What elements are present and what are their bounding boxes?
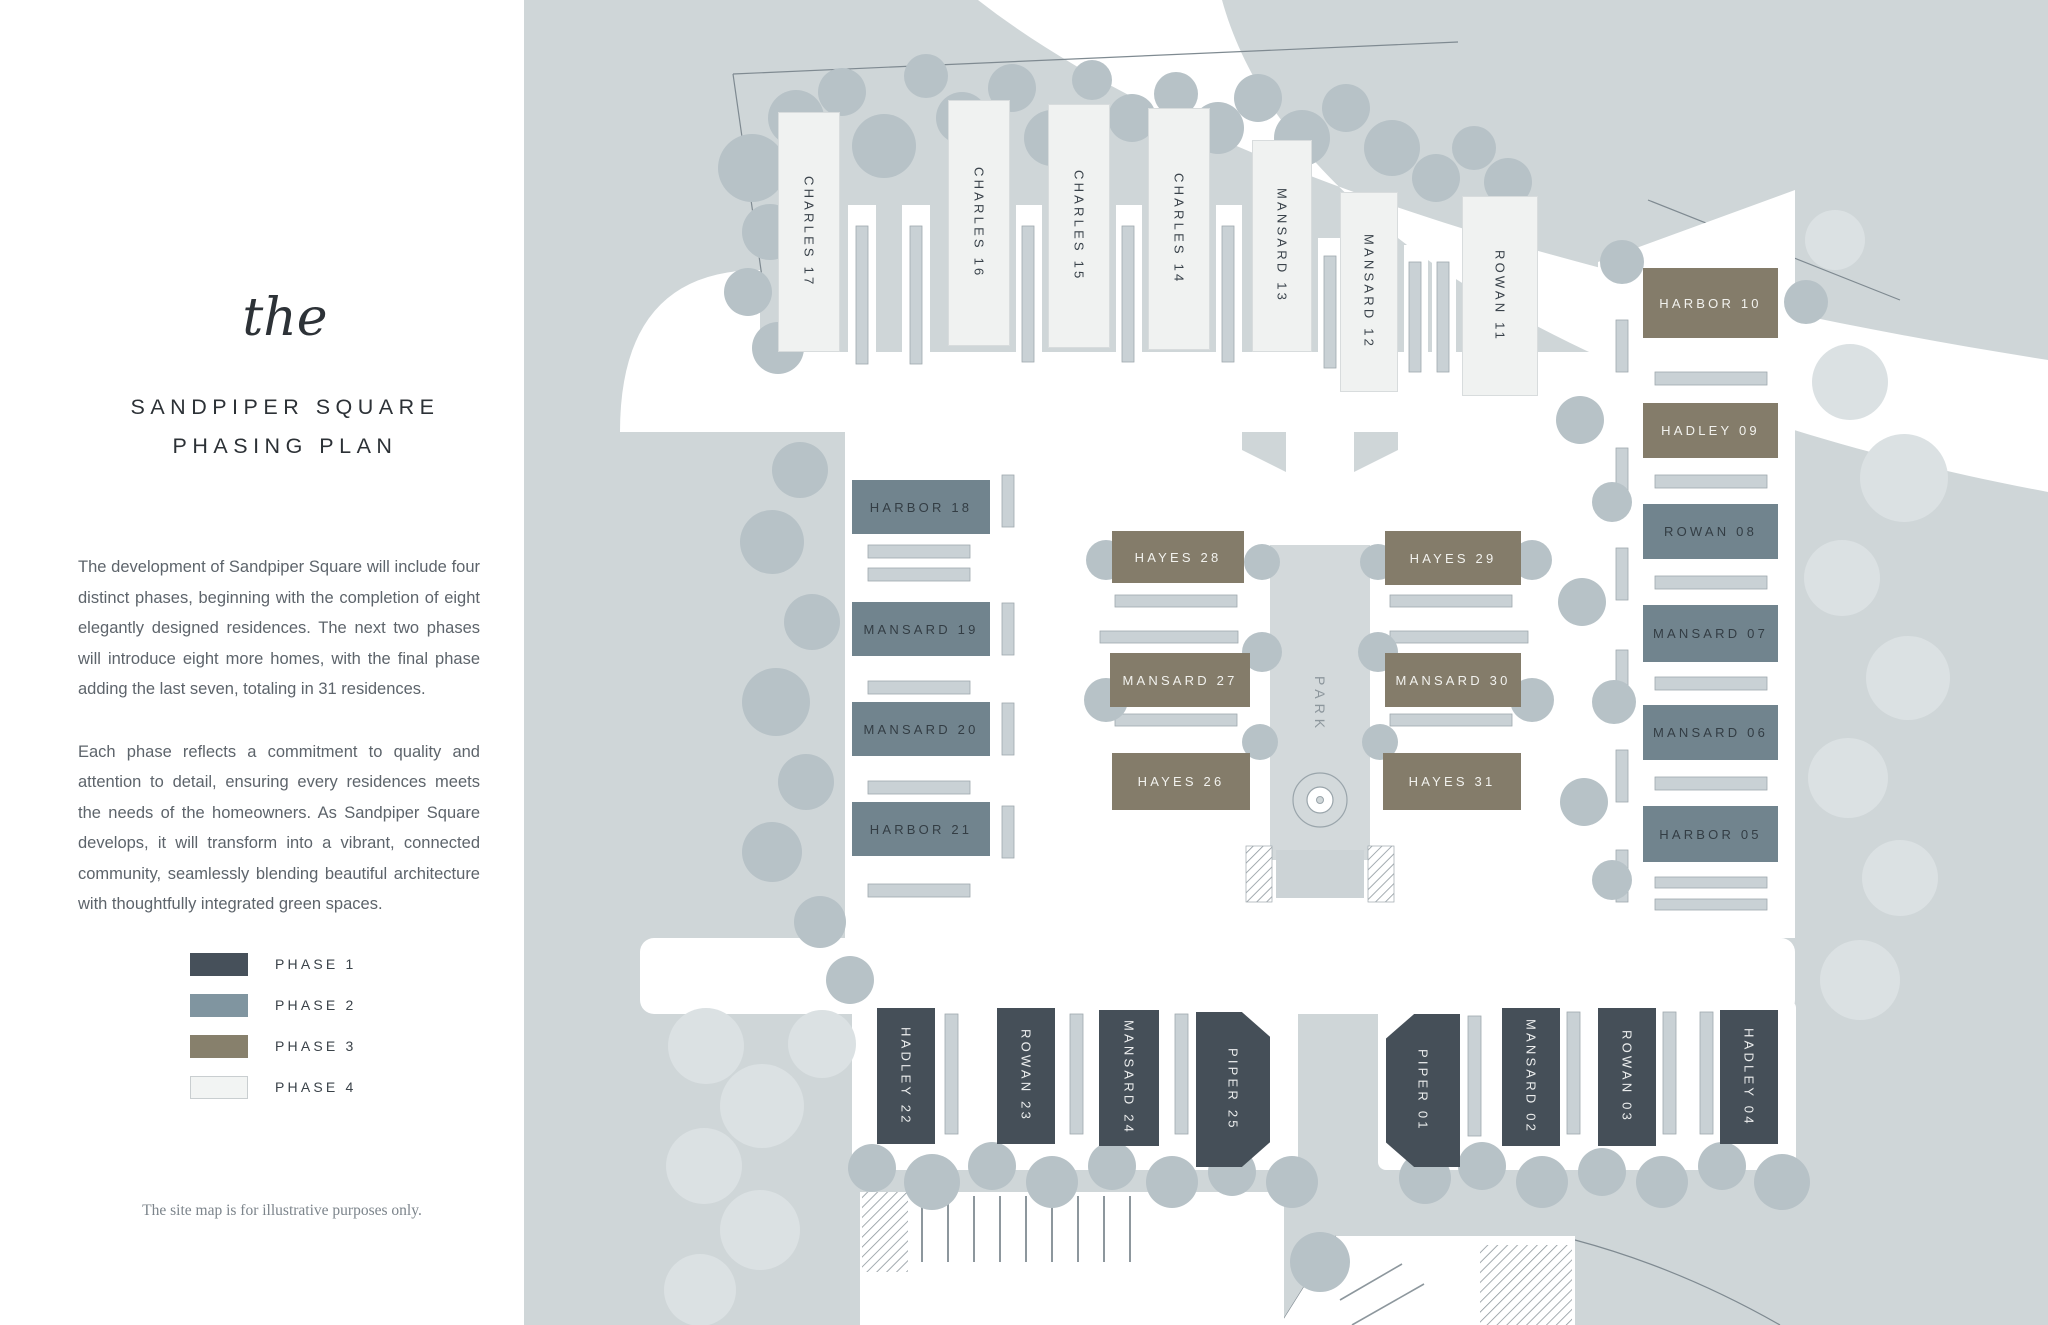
- building-mansard-24: MANSARD 24: [1099, 1010, 1159, 1146]
- building-label: ROWAN 11: [1492, 249, 1508, 343]
- description: The development of Sandpiper Square will…: [78, 552, 480, 952]
- building-label: HARBOR 21: [869, 821, 973, 837]
- building-label: HARBOR 10: [1659, 295, 1762, 311]
- building-mansard-20: MANSARD 20: [852, 702, 990, 756]
- legend-row-phase-1: PHASE 1: [190, 952, 357, 976]
- building-label: MANSARD 06: [1652, 725, 1769, 740]
- building-label: ROWAN 08: [1663, 524, 1758, 539]
- phase-4-swatch: [190, 1075, 248, 1099]
- info-panel: the SANDPIPER SQUARE PHASING PLAN The de…: [0, 0, 524, 1325]
- legend-row-phase-3: PHASE 3: [190, 1034, 357, 1058]
- building-rowan-23: ROWAN 23: [997, 1008, 1055, 1144]
- building-hayes-26: HAYES 26: [1112, 753, 1250, 810]
- fountain-roundabout: [1292, 772, 1348, 828]
- page-title: SANDPIPER SQUARE PHASING PLAN: [50, 388, 520, 466]
- title-line-1: SANDPIPER SQUARE: [130, 395, 440, 419]
- trees-light: [664, 210, 1950, 1325]
- title-line-2: PHASING PLAN: [172, 434, 398, 458]
- building-piper-01: PIPER 01: [1386, 1014, 1460, 1167]
- building-label: MANSARD 13: [1274, 188, 1290, 304]
- building-mansard-30: MANSARD 30: [1385, 653, 1521, 707]
- building-mansard-19: MANSARD 19: [852, 602, 990, 656]
- phase-3-label: PHASE 3: [275, 1038, 357, 1054]
- building-label: CHARLES 15: [1071, 170, 1087, 282]
- description-paragraph-1: The development of Sandpiper Square will…: [78, 558, 480, 698]
- building-harbor-21: HARBOR 21: [852, 802, 990, 856]
- building-rowan-03: ROWAN 03: [1598, 1008, 1656, 1146]
- disclaimer-note: The site map is for illustrative purpose…: [142, 1202, 422, 1219]
- building-hadley-22: HADLEY 22: [877, 1008, 935, 1144]
- building-hayes-28: HAYES 28: [1112, 531, 1244, 583]
- trees-dark: [718, 54, 1828, 1292]
- building-mansard-06: MANSARD 06: [1643, 705, 1778, 760]
- building-mansard-07: MANSARD 07: [1643, 605, 1778, 662]
- building-piper-25: PIPER 25: [1196, 1012, 1270, 1167]
- building-label: PIPER 01: [1415, 1049, 1431, 1132]
- building-label: CHARLES 14: [1171, 173, 1187, 285]
- building-hadley-09: HADLEY 09: [1643, 403, 1778, 458]
- building-label: MANSARD 19: [863, 621, 979, 637]
- building-label: HARBOR 18: [869, 499, 973, 515]
- building-rowan-08: ROWAN 08: [1643, 504, 1778, 559]
- phase-3-swatch: [190, 1034, 248, 1058]
- phase-2-swatch: [190, 993, 248, 1017]
- building-label: MANSARD 12: [1361, 234, 1377, 350]
- building-mansard-13: MANSARD 13: [1252, 140, 1312, 352]
- legend-row-phase-4: PHASE 4: [190, 1075, 357, 1099]
- building-hayes-31: HAYES 31: [1383, 753, 1521, 810]
- building-label: HADLEY 09: [1661, 423, 1760, 438]
- building-mansard-02: MANSARD 02: [1502, 1008, 1560, 1146]
- park-label: PARK: [1312, 676, 1328, 734]
- building-label: HAYES 31: [1408, 774, 1496, 789]
- building-label: MANSARD 07: [1652, 626, 1769, 641]
- building-hadley-04: HADLEY 04: [1720, 1010, 1778, 1144]
- building-charles-16: CHARLES 16: [948, 100, 1010, 346]
- pretitle-script: the: [242, 288, 328, 348]
- building-label: HAYES 26: [1137, 774, 1225, 789]
- building-hayes-29: HAYES 29: [1385, 531, 1521, 585]
- building-label: HAYES 28: [1134, 549, 1222, 565]
- description-paragraph-2: Each phase reflects a commitment to qual…: [78, 742, 480, 914]
- building-harbor-10: HARBOR 10: [1643, 268, 1778, 338]
- building-charles-17: CHARLES 17: [778, 112, 840, 352]
- building-harbor-05: HARBOR 05: [1643, 806, 1778, 862]
- building-charles-15: CHARLES 15: [1048, 104, 1110, 348]
- building-label: MANSARD 24: [1121, 1020, 1137, 1136]
- building-label: ROWAN 23: [1018, 1029, 1034, 1123]
- phase-legend: PHASE 1 PHASE 2 PHASE 3 PHASE 4: [190, 952, 357, 1116]
- building-label: HARBOR 05: [1659, 826, 1762, 842]
- building-mansard-12: MANSARD 12: [1340, 192, 1398, 392]
- building-rowan-11: ROWAN 11: [1462, 196, 1538, 396]
- surface-parking: [862, 1192, 1572, 1325]
- building-label: MANSARD 02: [1523, 1019, 1539, 1135]
- building-harbor-18: HARBOR 18: [852, 480, 990, 534]
- building-label: MANSARD 20: [863, 721, 979, 737]
- building-label: MANSARD 27: [1122, 672, 1238, 688]
- building-label: HAYES 29: [1409, 550, 1497, 566]
- building-charles-14: CHARLES 14: [1148, 108, 1210, 350]
- legend-row-phase-2: PHASE 2: [190, 993, 357, 1017]
- building-label: ROWAN 03: [1619, 1030, 1635, 1124]
- building-label: HADLEY 04: [1741, 1027, 1757, 1127]
- phase-1-swatch: [190, 952, 248, 976]
- building-label: CHARLES 16: [971, 167, 987, 279]
- phase-1-label: PHASE 1: [275, 956, 357, 972]
- building-label: CHARLES 17: [801, 176, 817, 288]
- building-label: HADLEY 22: [898, 1026, 914, 1126]
- phase-2-label: PHASE 2: [275, 997, 357, 1013]
- phase-4-label: PHASE 4: [275, 1079, 357, 1095]
- building-mansard-27: MANSARD 27: [1110, 653, 1250, 707]
- building-label: PIPER 25: [1225, 1048, 1241, 1131]
- building-label: MANSARD 30: [1395, 672, 1511, 688]
- parking-pads: [855, 225, 1768, 1137]
